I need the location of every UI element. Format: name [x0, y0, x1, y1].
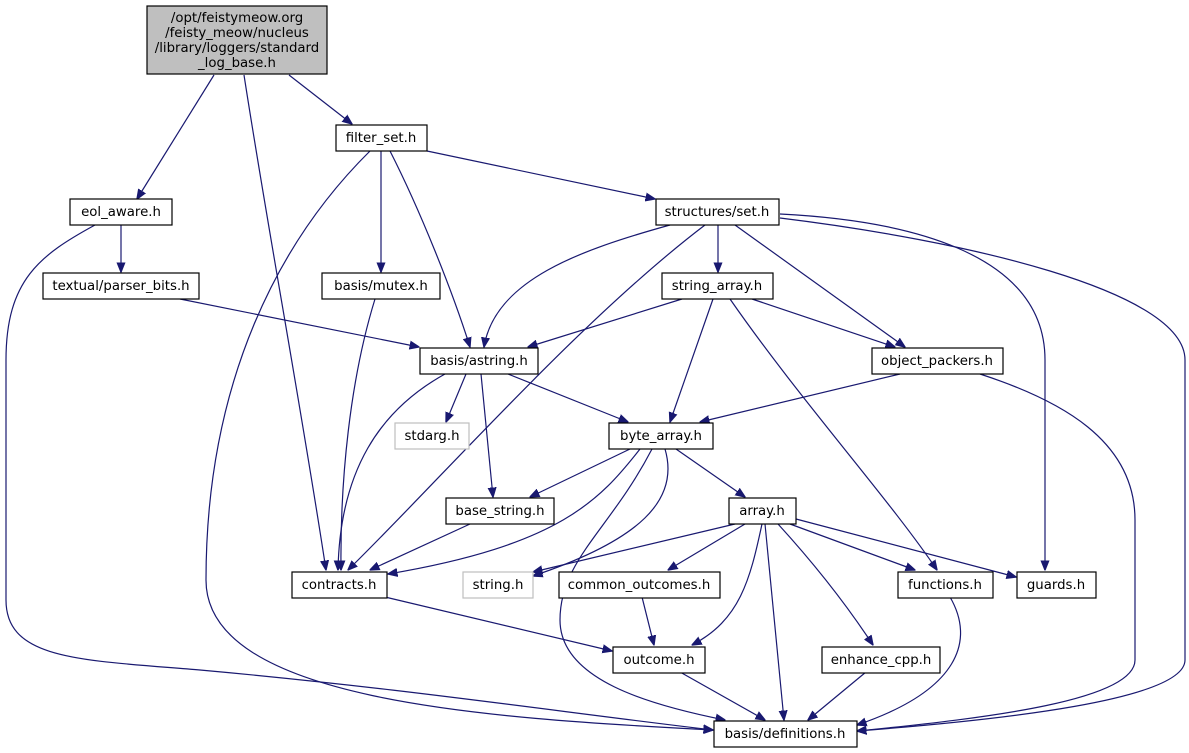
edge-root-to-contracts: [243, 74, 326, 570]
edge-array-to-definitions: [764, 523, 784, 720]
node-byte-array[interactable]: byte_array.h: [608, 422, 714, 450]
node-functions[interactable]: functions.h: [897, 571, 994, 599]
node-array[interactable]: array.h: [728, 497, 797, 525]
edge-array-to-common-outcomes: [668, 523, 746, 570]
edge-byte-array-to-string-h: [533, 448, 669, 576]
definitions-label: basis/definitions.h: [725, 727, 846, 742]
eol-aware-label: eol_aware.h: [81, 205, 161, 220]
edge-array-to-string-h: [533, 523, 736, 572]
edge-byte-array-to-array: [675, 448, 745, 497]
node-mutex[interactable]: basis/mutex.h: [321, 272, 441, 300]
edge-structures-set-to-guards: [779, 213, 1045, 570]
object-packers-label: object_packers.h: [881, 354, 993, 369]
node-parser-bits[interactable]: textual/parser_bits.h: [42, 272, 200, 300]
edge-common-outcomes-to-outcome: [641, 596, 654, 645]
edge-string-array-to-astring: [528, 298, 683, 347]
root-line-1: /opt/feistymeow.org: [171, 11, 303, 26]
node-stdarg[interactable]: stdarg.h: [394, 422, 470, 450]
edge-string-array-to-object-packers: [751, 298, 895, 347]
node-guards[interactable]: guards.h: [1016, 571, 1097, 599]
edge-outcome-to-definitions: [679, 671, 765, 720]
filter-set-label: filter_set.h: [346, 131, 417, 146]
node-eol-aware[interactable]: eol_aware.h: [69, 198, 173, 226]
edge-astring-to-base-string: [480, 373, 493, 497]
edge-structures-set-to-definitions: [779, 217, 1186, 731]
edge-mutex-to-contracts: [341, 298, 376, 570]
edge-filter-set-to-structures-set: [426, 150, 655, 199]
edge-string-array-to-byte-array: [670, 298, 714, 422]
astring-label: basis/astring.h: [430, 354, 528, 369]
edge-filter-set-to-definitions: [205, 150, 713, 730]
root-line-3: /library/loggers/standard: [155, 41, 319, 56]
node-string-array[interactable]: string_array.h: [661, 272, 774, 300]
edge-byte-array-to-definitions: [559, 448, 725, 720]
node-enhance-cpp[interactable]: enhance_cpp.h: [821, 646, 941, 674]
node-string-h[interactable]: string.h: [462, 571, 534, 599]
edge-object-packers-to-byte-array: [700, 373, 901, 422]
string-array-label: string_array.h: [672, 279, 762, 294]
edge-base-string-to-contracts: [370, 523, 471, 570]
edge-byte-array-to-contracts: [388, 448, 641, 574]
edge-eol-aware-to-definitions: [5, 224, 713, 730]
node-astring[interactable]: basis/astring.h: [419, 347, 539, 375]
functions-label: functions.h: [908, 578, 982, 593]
edge-parser-bits-to-astring: [179, 298, 419, 347]
dependency-edges: [5, 74, 1186, 731]
edge-object-packers-to-definitions: [857, 373, 1136, 731]
guards-label: guards.h: [1027, 578, 1085, 593]
edge-contracts-to-outcome: [384, 596, 612, 651]
edge-array-to-guards: [795, 518, 1016, 577]
array-label: array.h: [739, 504, 785, 519]
edge-structures-set-to-contracts: [348, 224, 706, 570]
structures-set-label: structures/set.h: [665, 205, 770, 220]
edge-array-to-enhance-cpp: [777, 523, 873, 645]
node-common-outcomes[interactable]: common_outcomes.h: [558, 571, 721, 599]
edge-string-array-to-functions: [729, 298, 937, 570]
node-object-packers[interactable]: object_packers.h: [871, 347, 1004, 375]
byte-array-label: byte_array.h: [620, 429, 702, 444]
node-definitions[interactable]: basis/definitions.h: [713, 720, 858, 748]
outcome-label: outcome.h: [623, 653, 694, 668]
edge-root-to-eol-aware: [137, 74, 215, 199]
edge-astring-to-stdarg: [446, 373, 467, 422]
file-nodes: /opt/feistymeow.org /feisty_meow/nucleus…: [42, 5, 1097, 748]
edge-enhance-cpp-to-definitions: [808, 671, 867, 720]
node-root-file[interactable]: /opt/feistymeow.org /feisty_meow/nucleus…: [146, 5, 328, 75]
edge-root-to-filter-set: [288, 74, 352, 124]
edge-structures-set-to-astring: [484, 224, 671, 347]
contracts-label: contracts.h: [302, 578, 377, 593]
edge-structures-set-to-object-packers: [734, 224, 905, 347]
node-outcome[interactable]: outcome.h: [612, 646, 706, 674]
string-h-label: string.h: [473, 578, 524, 593]
edge-byte-array-to-base-string: [530, 448, 631, 497]
parser-bits-label: textual/parser_bits.h: [52, 279, 189, 294]
edge-functions-to-definitions: [857, 596, 962, 725]
base-string-label: base_string.h: [455, 504, 544, 519]
edge-filter-set-to-astring: [389, 150, 470, 347]
edge-astring-to-byte-array: [507, 373, 628, 422]
edge-array-to-outcome: [692, 523, 763, 645]
node-base-string[interactable]: base_string.h: [445, 497, 555, 525]
stdarg-label: stdarg.h: [404, 429, 459, 444]
mutex-label: basis/mutex.h: [334, 279, 428, 294]
edge-array-to-functions: [789, 523, 915, 570]
enhance-cpp-label: enhance_cpp.h: [831, 653, 932, 668]
edge-astring-to-contracts: [338, 373, 446, 570]
common-outcomes-label: common_outcomes.h: [568, 578, 711, 593]
node-structures-set[interactable]: structures/set.h: [655, 198, 780, 226]
node-filter-set[interactable]: filter_set.h: [335, 124, 428, 152]
root-line-4: _log_base.h: [197, 56, 276, 71]
root-line-2: /feisty_meow/nucleus: [165, 26, 309, 41]
node-contracts[interactable]: contracts.h: [291, 571, 388, 599]
